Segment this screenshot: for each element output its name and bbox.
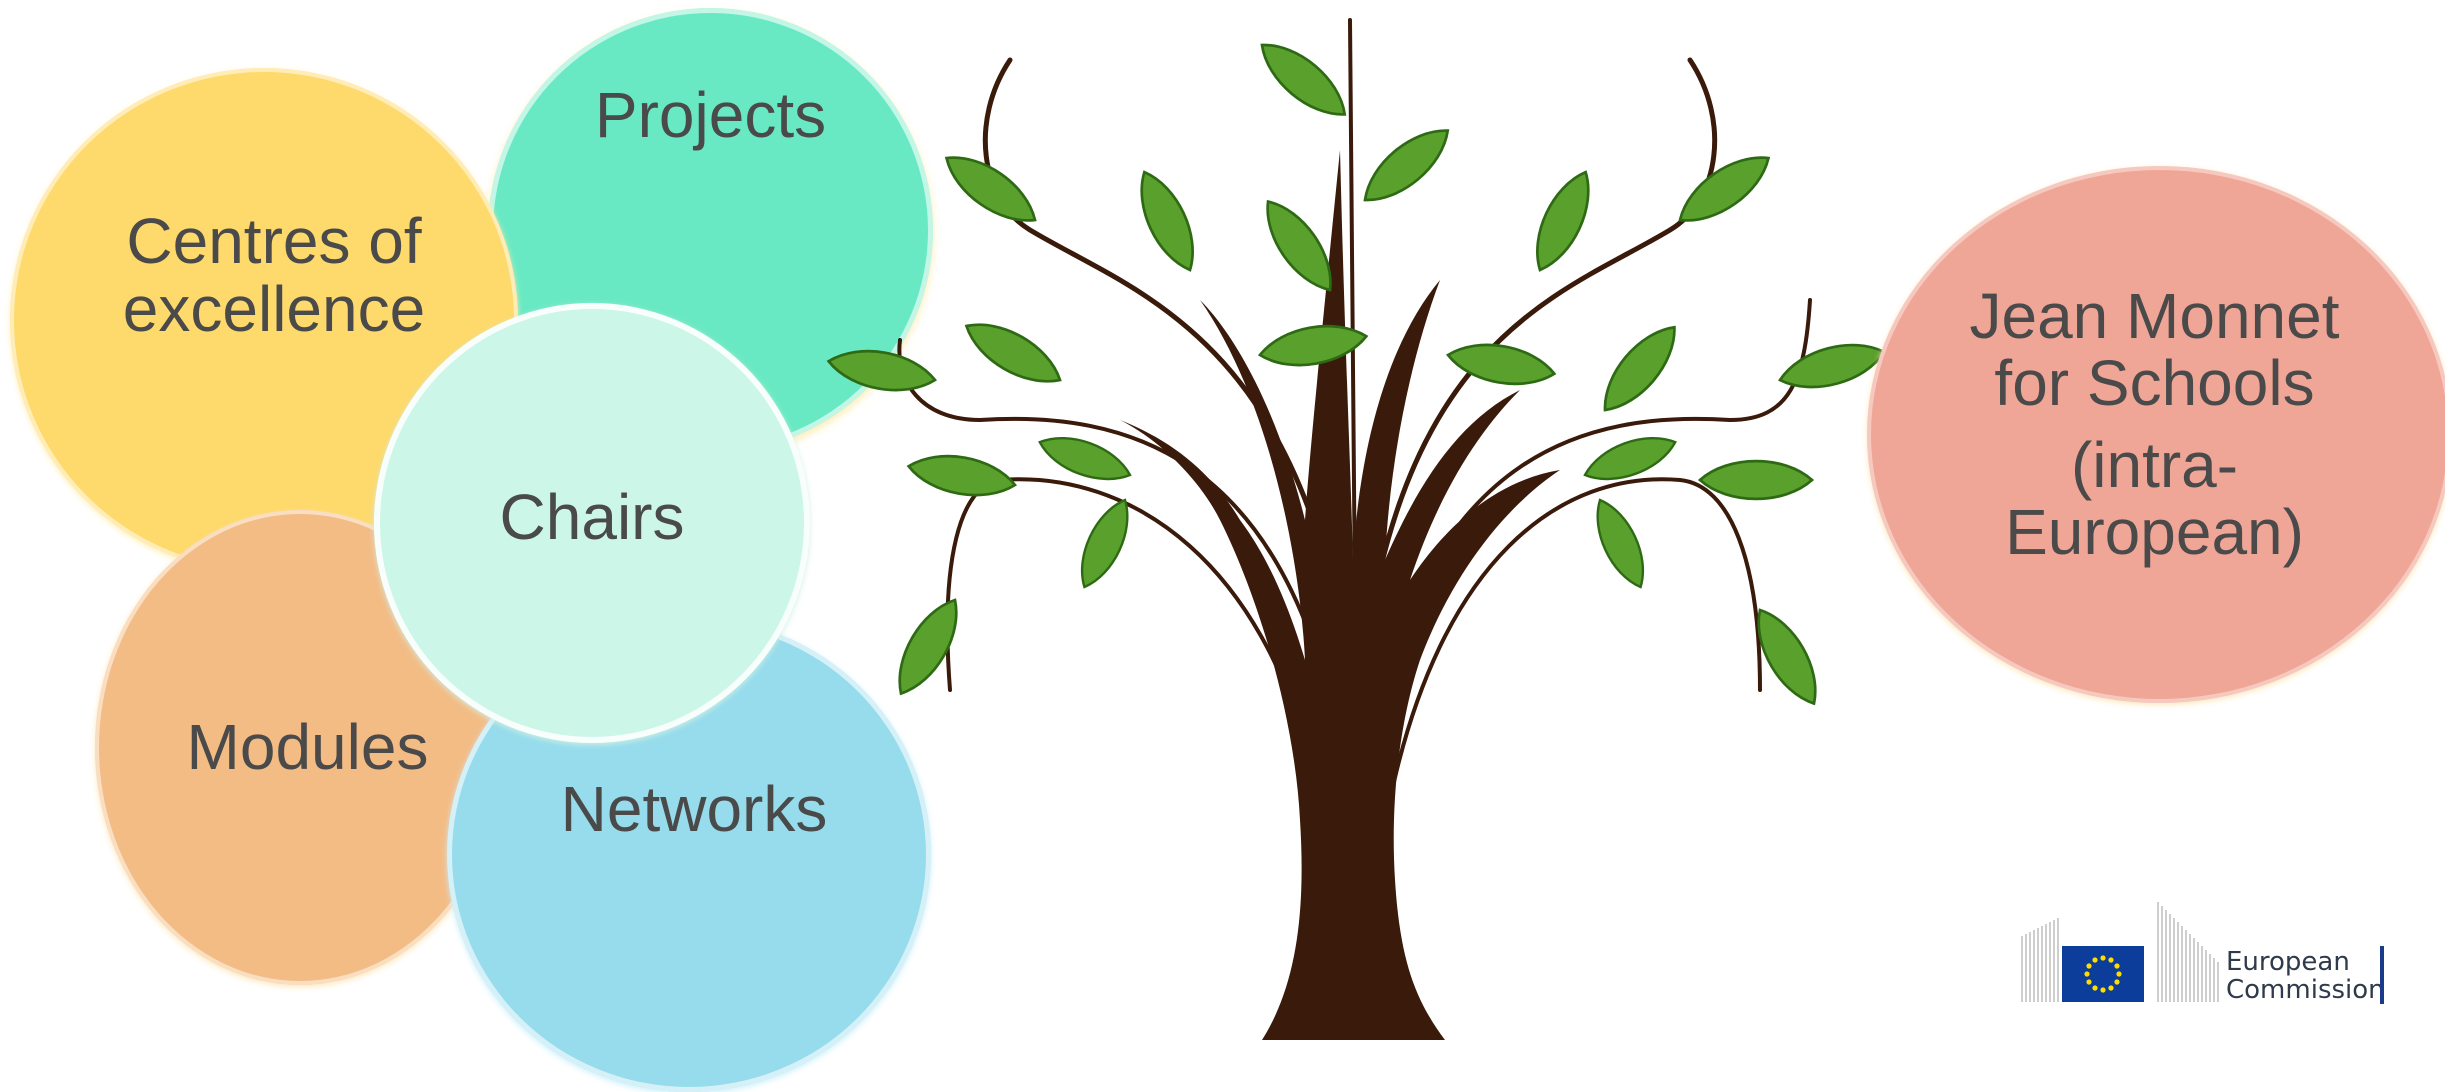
jean-monnet-sub-line-1: (intra- <box>2070 428 2239 501</box>
logo-text: European Commission <box>2226 948 2385 1004</box>
jean-monnet-sub-line-2: European) <box>2005 495 2304 568</box>
networks-label: Networks <box>560 772 828 845</box>
modules-label: Modules <box>186 710 429 783</box>
jean-monnet-sub: (intra- European) <box>1969 428 2339 568</box>
centres-line-1: Centres of <box>126 205 422 278</box>
centres-of-excellence-label: Centres of excellence <box>113 208 425 342</box>
jean-monnet-label: Jean Monnet for Schools (intra- European… <box>1969 280 2340 568</box>
leaf <box>1697 459 1815 501</box>
logo-line-2: Commission <box>2226 975 2385 1005</box>
branch <box>1388 477 1762 802</box>
leaf <box>1260 43 1347 116</box>
chairs-bubble: Chairs <box>374 303 810 743</box>
leaf <box>1678 156 1771 222</box>
logo-line-1: European <box>2226 947 2350 977</box>
leaf <box>1038 437 1132 481</box>
leaf <box>1536 170 1590 272</box>
leaf <box>944 156 1037 222</box>
leaf <box>964 323 1062 383</box>
leaf <box>1603 325 1676 412</box>
jean-monnet-line-1: Jean Monnet <box>1969 280 2340 353</box>
leaf <box>1583 437 1677 481</box>
branch <box>897 338 1332 702</box>
centres-line-2: excellence <box>122 272 426 345</box>
chairs-label: Chairs <box>499 481 685 554</box>
eu-flag-icon <box>2062 946 2144 1002</box>
leaf <box>1446 343 1557 386</box>
leaf <box>1140 170 1194 272</box>
leaf <box>1596 498 1645 589</box>
logo-building-stripes-left <box>2021 918 2059 1002</box>
logo-bar <box>2380 946 2384 1004</box>
leaf <box>1757 608 1817 706</box>
leaf <box>1080 498 1129 589</box>
jean-monnet-for-schools-bubble: Jean Monnet for Schools (intra- European… <box>1867 166 2445 703</box>
european-commission-logo: European Commission <box>2020 902 2440 1012</box>
jean-monnet-line-2: for Schools <box>1994 347 2315 420</box>
branch <box>945 477 1322 802</box>
logo-building-stripes-right <box>2157 902 2219 1002</box>
leaf <box>826 349 937 392</box>
leaf <box>1266 199 1332 292</box>
projects-label: Projects <box>594 78 827 151</box>
branch <box>1348 18 1357 602</box>
leaf <box>898 598 958 696</box>
branch <box>1367 57 1718 623</box>
tree-trunk <box>1120 150 1560 1040</box>
tree-illustration <box>826 18 1887 1040</box>
leaf <box>1258 324 1369 367</box>
modules-bubble: Modules <box>95 510 505 985</box>
leaf <box>906 454 1017 497</box>
leaf <box>1363 129 1450 202</box>
